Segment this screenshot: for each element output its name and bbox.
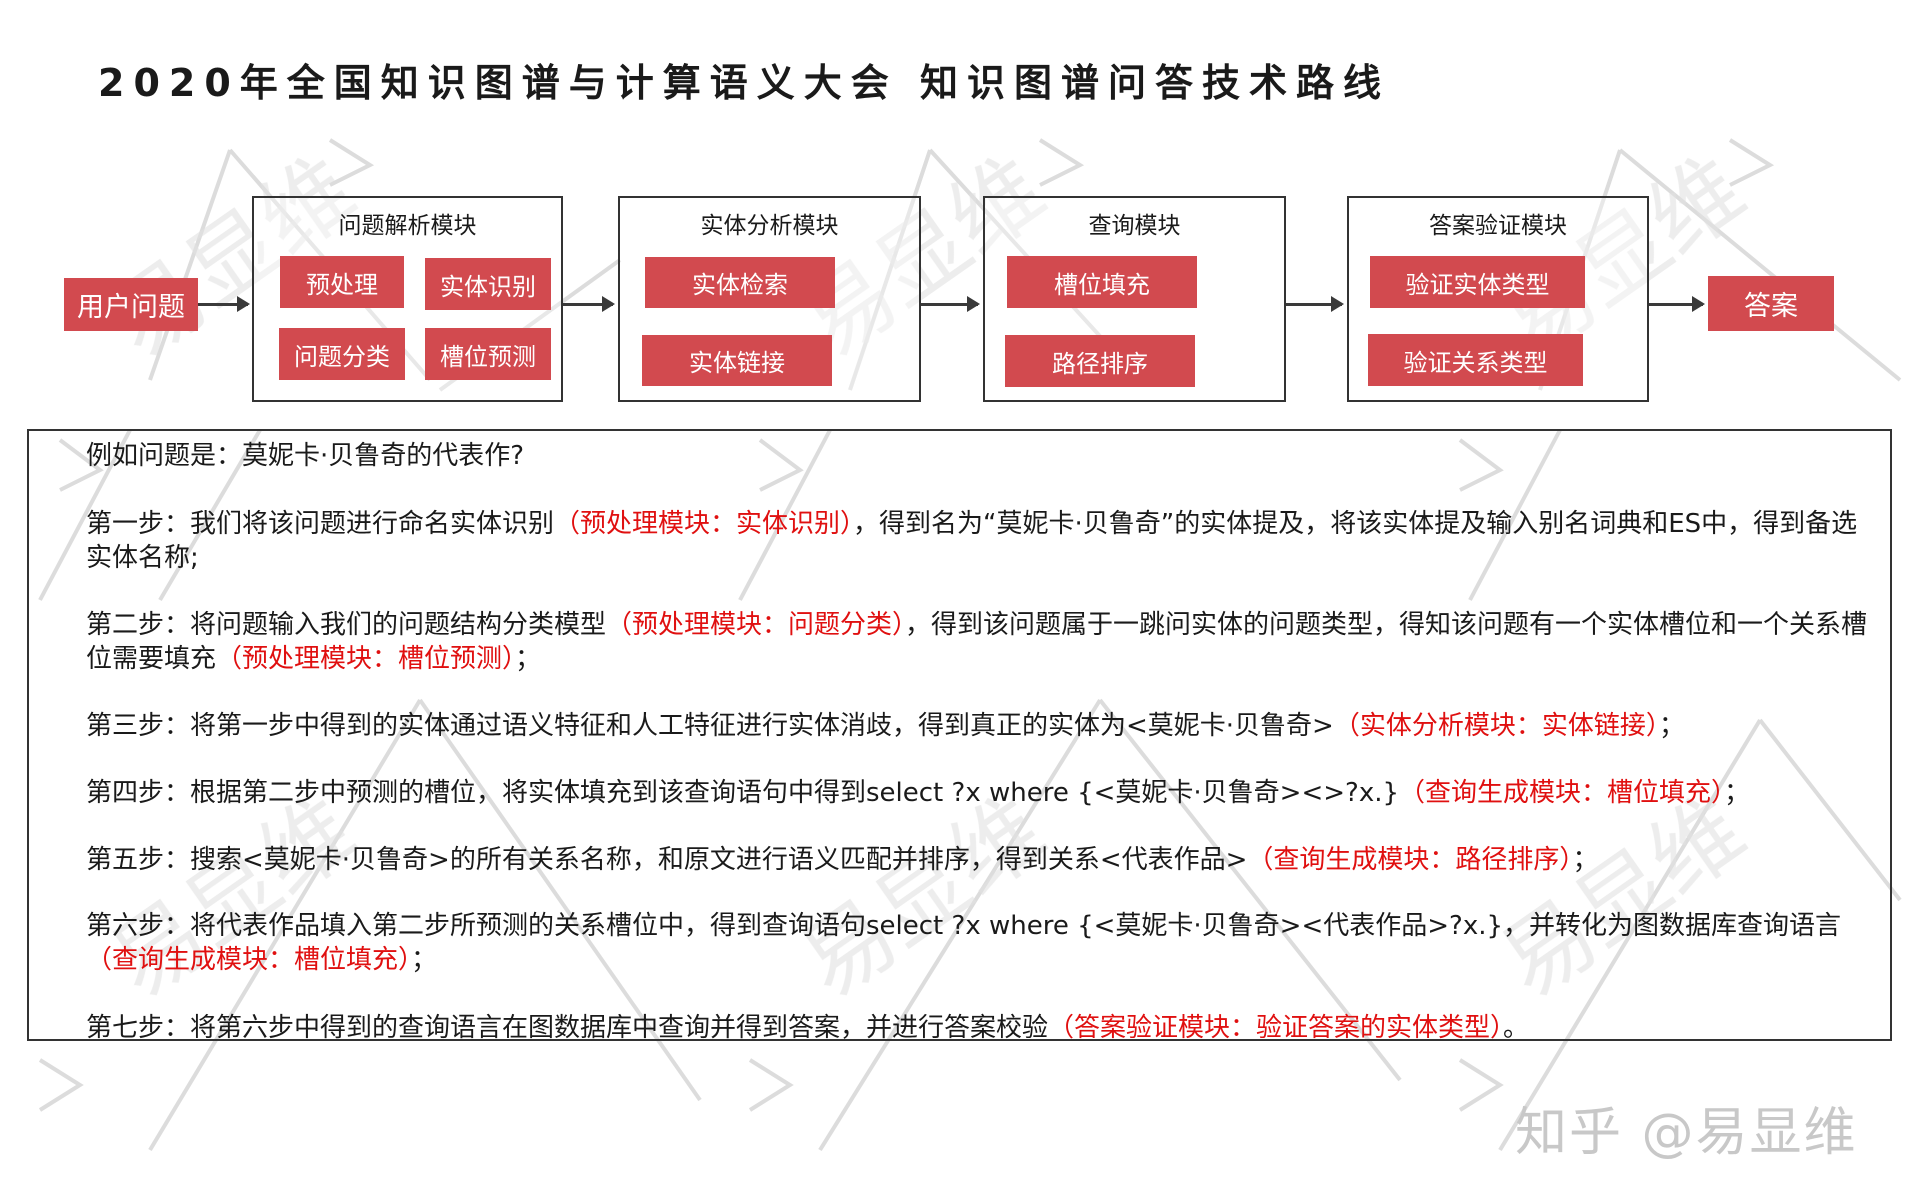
module-reference: （预处理模块：问题分类）: [606, 610, 906, 640]
step-1: 第一步：我们将该问题进行命名实体识别（预处理模块：实体识别），得到名为“莫妮卡·…: [86, 509, 1858, 573]
module-item: 实体识别: [425, 258, 551, 310]
page-title: 2020年全国知识图谱与计算语义大会 知识图谱问答技术路线: [98, 61, 1390, 105]
step-5: 第五步：搜索<莫妮卡·贝鲁奇>的所有关系名称，和原文进行语义匹配并排序，得到关系…: [86, 845, 1599, 875]
query-module: 查询模块 槽位填充 路径排序: [983, 196, 1286, 402]
user-question-node: 用户问题: [64, 278, 198, 331]
module-item: 实体链接: [642, 335, 832, 386]
arrow-icon: [921, 296, 980, 312]
answer-node: 答案: [1708, 276, 1834, 331]
zhihu-credit-watermark: 知乎 @易显维: [1515, 1103, 1858, 1163]
question-parsing-module: 问题解析模块 预处理 实体识别 问题分类 槽位预测: [252, 196, 563, 402]
step-4: 第四步：根据第二步中预测的槽位，将实体填充到该查询语句中得到select ?x …: [86, 778, 1751, 808]
module-reference: （实体分析模块：实体链接）: [1333, 711, 1659, 741]
step-2: 第二步：将问题输入我们的问题结构分类模型（预处理模块：问题分类），得到该问题属于…: [86, 610, 1868, 674]
arrow-icon: [1286, 296, 1344, 312]
arrow-icon: [1649, 296, 1705, 312]
module-reference: （查询生成模块：槽位填充）: [1399, 778, 1725, 808]
module-item: 槽位预测: [425, 328, 551, 380]
module-title: 答案验证模块: [1429, 213, 1567, 239]
module-title: 查询模块: [1088, 213, 1181, 239]
module-title: 实体分析模块: [700, 213, 839, 239]
step-7: 第七步：将第六步中得到的查询语言在图数据库中查询并得到答案，并进行答案校验（答案…: [86, 1013, 1530, 1041]
module-reference: （答案验证模块：验证答案的实体类型）: [1048, 1013, 1504, 1041]
arrow-icon: [198, 296, 250, 312]
module-item: 验证关系类型: [1368, 334, 1583, 386]
module-reference: （查询生成模块：槽位填充）: [86, 945, 412, 975]
module-title: 问题解析模块: [338, 213, 477, 239]
module-item: 问题分类: [279, 328, 405, 380]
example-panel: 例如问题是：莫妮卡·贝鲁奇的代表作? 第一步：我们将该问题进行命名实体识别（预处…: [27, 429, 1892, 1041]
module-reference: （预处理模块：槽位预测）: [216, 644, 516, 674]
answer-validation-module: 答案验证模块 验证实体类型 验证关系类型: [1347, 196, 1649, 402]
module-item: 槽位填充: [1007, 256, 1197, 308]
arrow-icon: [563, 296, 615, 312]
module-item: 路径排序: [1005, 335, 1195, 387]
step-3: 第三步：将第一步中得到的实体通过语义特征和人工特征进行实体消歧，得到真正的实体为…: [86, 711, 1685, 741]
module-item: 验证实体类型: [1370, 256, 1585, 308]
module-reference: （预处理模块：实体识别）: [554, 509, 854, 539]
module-reference: （查询生成模块：路径排序）: [1247, 845, 1573, 875]
example-question: 例如问题是：莫妮卡·贝鲁奇的代表作?: [86, 441, 525, 471]
module-item: 实体检索: [645, 257, 835, 308]
module-item: 预处理: [280, 256, 404, 308]
step-6: 第六步：将代表作品填入第二步所预测的关系槽位中，得到查询语句select ?x …: [86, 911, 1842, 975]
entity-analysis-module: 实体分析模块 实体检索 实体链接: [618, 196, 921, 402]
